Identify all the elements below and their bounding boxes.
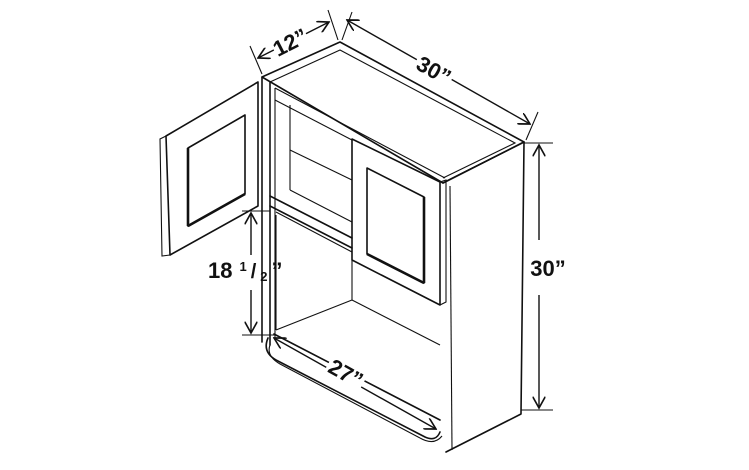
right-door	[351, 138, 447, 306]
depth-label: 12”	[269, 23, 312, 61]
dimension-height: 30”	[521, 142, 566, 411]
dimension-opening-height: 18 1 / 2 ”	[208, 210, 283, 336]
left-door-open	[159, 81, 259, 257]
cabinet-right-side	[442, 141, 525, 453]
dimension-width: 30”	[341, 11, 539, 141]
dimension-depth: 12”	[249, 9, 339, 75]
dimension-shelf-width: 27”	[274, 338, 436, 429]
cabinet-face-frame	[261, 76, 441, 346]
height-label: 30”	[530, 256, 565, 281]
opening-height-label: 18 1 / 2 ”	[208, 258, 283, 285]
